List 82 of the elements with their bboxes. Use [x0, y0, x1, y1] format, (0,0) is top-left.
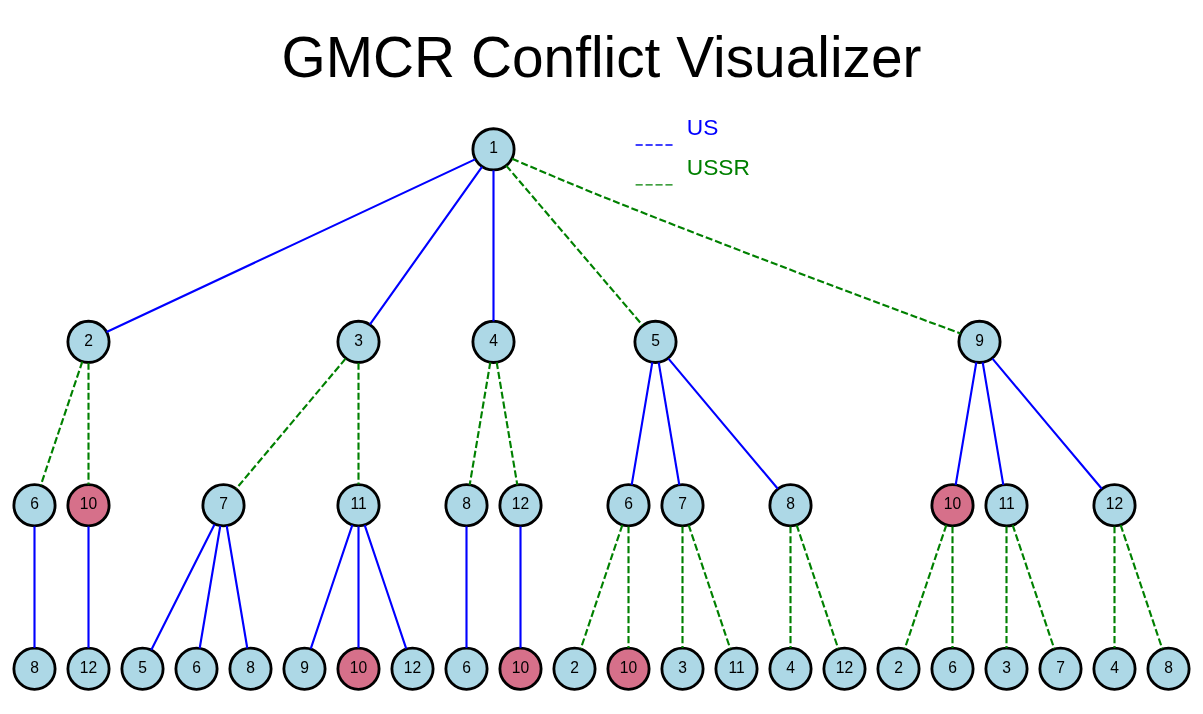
connector	[235, 357, 347, 489]
legend-label: USSR	[686, 153, 750, 180]
connector	[1011, 524, 1056, 649]
connector	[492, 169, 495, 321]
node-circle: 7	[201, 482, 246, 527]
connector	[657, 361, 681, 485]
node-circle: 8	[444, 482, 489, 527]
node-circle: 11	[714, 646, 759, 691]
node-circle: 4	[471, 319, 516, 364]
connector	[369, 165, 483, 325]
node-circle: 10	[930, 482, 975, 527]
node-circle: 9	[957, 319, 1002, 364]
node-circle: 12	[822, 646, 867, 691]
connector	[789, 525, 792, 648]
node-circle: 4	[1092, 646, 1137, 691]
connector	[579, 524, 624, 649]
connector	[681, 525, 684, 648]
connector	[357, 525, 360, 648]
node-circle: 10	[336, 646, 381, 691]
node-circle: 10	[498, 646, 543, 691]
node-circle: 12	[1092, 482, 1137, 527]
connector	[505, 164, 644, 326]
connector	[309, 524, 354, 649]
node-circle: 3	[336, 319, 381, 364]
connector	[357, 362, 360, 484]
connector	[630, 361, 654, 485]
connector	[954, 361, 978, 485]
connector	[903, 524, 948, 649]
node-circle: 2	[66, 319, 111, 364]
connector	[991, 357, 1103, 489]
node-circle: 10	[606, 646, 651, 691]
diagram-title: GMCR Conflict Visualizer	[281, 25, 922, 89]
connector	[225, 525, 249, 648]
node-circle: 11	[984, 482, 1029, 527]
connector	[981, 361, 1005, 485]
connector	[39, 360, 84, 485]
connector	[33, 525, 36, 648]
node-circle: 9	[282, 646, 327, 691]
node-circle: 3	[660, 646, 705, 691]
node-circle: 2	[876, 646, 921, 691]
connector	[511, 157, 961, 334]
node-circle: 12	[498, 482, 543, 527]
node-circle: 6	[444, 646, 489, 691]
connector	[667, 357, 779, 489]
node-circle: 8	[768, 482, 813, 527]
node-circle: 5	[633, 319, 678, 364]
node-circle: 4	[768, 646, 813, 691]
node-circle: 7	[660, 482, 705, 527]
node-circle: 8	[12, 646, 57, 691]
connector	[363, 524, 408, 649]
node-circle: 8	[1146, 646, 1191, 691]
connector	[150, 523, 216, 650]
node-circle: 11	[336, 482, 381, 527]
node-circle: 5	[120, 646, 165, 691]
node-circle: 10	[66, 482, 111, 527]
connector	[627, 525, 630, 648]
node-circle: 6	[606, 482, 651, 527]
connector	[519, 525, 522, 648]
node-circle: 12	[390, 646, 435, 691]
connector	[198, 525, 222, 648]
node-circle: 2	[552, 646, 597, 691]
node-circle: 7	[1038, 646, 1083, 691]
connector	[468, 361, 492, 485]
connector	[465, 525, 468, 648]
connector	[1113, 525, 1116, 648]
connector	[951, 525, 954, 648]
connector	[87, 362, 90, 484]
connector	[1119, 524, 1164, 649]
node-circle: 1	[471, 126, 516, 171]
connector	[495, 361, 519, 485]
node-circle: 6	[12, 482, 57, 527]
connector	[687, 524, 732, 649]
node-circle: 6	[174, 646, 219, 691]
node-circle: 12	[66, 646, 111, 691]
node-circle: 8	[228, 646, 273, 691]
legend-label: US	[686, 113, 719, 140]
connector	[1005, 525, 1008, 648]
node-circle: 6	[930, 646, 975, 691]
node-circle: 3	[984, 646, 1029, 691]
connector	[87, 525, 90, 648]
connector	[106, 157, 476, 333]
connector	[795, 524, 840, 649]
